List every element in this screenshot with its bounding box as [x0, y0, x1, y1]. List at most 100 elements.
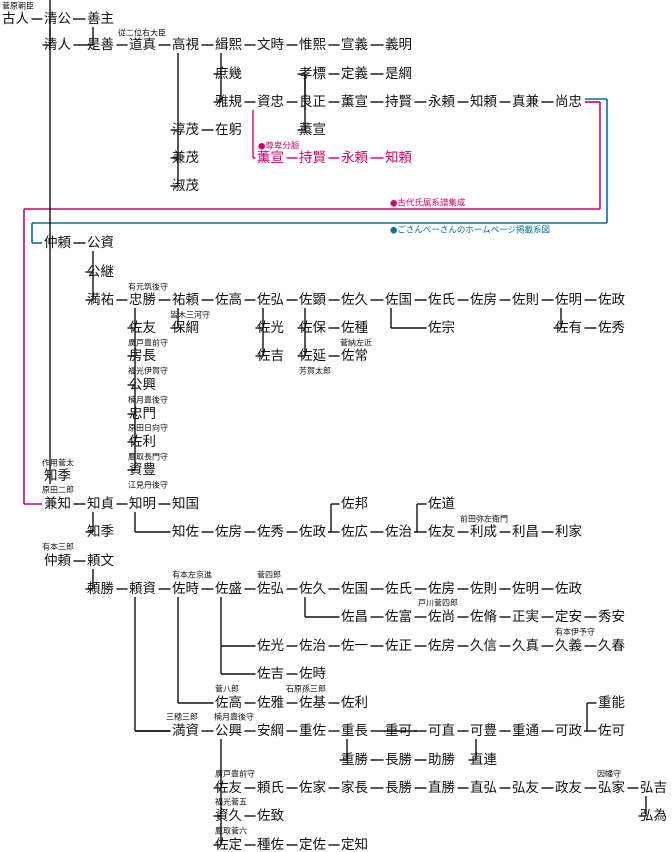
legend-sonpi: ●尊卑分脈 [258, 141, 300, 152]
person-takashiba: 孝標 [299, 66, 326, 82]
person-koreyoshi: 是善 [87, 37, 114, 53]
person-sukemasa2: 佐政 [299, 524, 326, 540]
person-ienaga: 家長 [341, 779, 368, 796]
person-yoshimasa: 良正 [299, 94, 326, 110]
annotation-n24: 楠月豊後守 [214, 712, 254, 722]
person-sukehide1: 佐秀 [598, 320, 625, 336]
person-sukeyoshi3: 佐可 [598, 723, 625, 739]
person-sukekazu: 佐一 [341, 638, 368, 654]
annotation-n19: 戸川菅四郎 [418, 598, 458, 608]
person-hirotomo: 弘友 [512, 780, 539, 796]
annotation-n06: 福光伊賀守 [128, 366, 168, 376]
person-tomosue2: 知季 [87, 523, 114, 540]
person-sukefusa4: 佐房 [428, 638, 455, 654]
person-hisaharu: 久春 [598, 638, 626, 654]
person-shigemichi: 重通 [512, 723, 540, 739]
annotation-n10: 江見丹後守 [128, 480, 168, 490]
person-suketoki2: 佐時 [299, 666, 326, 682]
annotation-n02: 従二位右大臣 [118, 28, 166, 38]
person-shigenobu2: 薫宣 [299, 122, 326, 138]
person-masazane: 正実 [512, 609, 539, 625]
person-sukeyoshi1: 佐吉 [257, 348, 284, 364]
person-sukehisa2: 佐久 [299, 581, 326, 597]
person-suketoshi2: 佐脩 [470, 609, 497, 625]
person-sukeie: 佐家 [299, 779, 326, 796]
person-kaneshige: 兼茂 [172, 149, 199, 166]
person-sanekane: 真兼 [512, 94, 540, 110]
person-yasutsuna2: 安綱 [257, 723, 284, 739]
person-nagakatsu: 長勝 [385, 752, 412, 768]
person-hideyasu: 秀安 [598, 609, 625, 625]
person-suketoki1: 佐時 [172, 581, 199, 597]
person-hiroie: 弘家 [598, 779, 626, 796]
person-p_shigenobu: 薫宣 [257, 150, 284, 166]
person-hisayoshi: 久義 [555, 637, 582, 654]
person-shigenaga: 重長 [341, 723, 368, 739]
person-sukemune: 佐宗 [428, 320, 455, 336]
person-mochikata: 持賢 [385, 94, 412, 110]
person-sukemasa: 佐政 [598, 292, 626, 308]
person-nakayori1: 仲頼 [44, 235, 71, 251]
annotation-n04: 皆木三河守 [170, 310, 210, 320]
person-tadakatsu: 忠勝 [129, 292, 156, 308]
annotation-n18: 菅四郎 [257, 570, 281, 580]
person-atsushige: 淳茂 [172, 121, 199, 138]
person-fumitoki: 文時 [257, 37, 284, 53]
person-michizane: 道真 [129, 37, 156, 53]
annotation-n03: 有元筑後守 [128, 282, 168, 292]
person-shigeyoshi2: 重能 [598, 695, 625, 711]
person-tomosada: 知貞 [87, 495, 114, 512]
person-sukeaki2: 佐明 [512, 581, 539, 597]
person-sukeharu2: 佐治 [299, 638, 326, 654]
annotation-n23: 三穂三郎 [166, 712, 198, 722]
person-yoriuji: 頼氏 [257, 780, 284, 796]
person-sukefusa1: 佐房 [470, 292, 497, 308]
annotation-n14: 原田二郎 [42, 485, 74, 495]
person-suketomo3: 佐友 [215, 780, 242, 796]
person-sukehisa1: 佐久 [341, 292, 368, 308]
person-yoshinushi: 善主 [87, 11, 114, 27]
person-sukeyutaka: 資豊 [129, 462, 156, 478]
person-sukenori2: 佐則 [470, 581, 497, 597]
person-suketane: 佐種 [341, 320, 368, 336]
person-sukemitsu2: 佐光 [257, 638, 284, 654]
person-sukemune2: 佐致 [257, 808, 284, 824]
person-kimioki2: 公興 [215, 723, 242, 739]
legend-gosan: ●ごさんぺーさんのホームページ掲載系図 [390, 225, 550, 236]
person-mitsusuke: 満祐 [87, 292, 114, 308]
annotation-n22: 石原孫三郎 [286, 684, 326, 694]
person-tanesuke: 種佐 [257, 837, 284, 852]
person-toshimasa: 利昌 [512, 524, 539, 540]
person-hisanobu: 久信 [470, 638, 497, 654]
person-sukemasa4: 佐正 [385, 638, 412, 654]
person-p_tomoyori: 知頼 [385, 149, 412, 166]
person-masanori: 雅規 [215, 94, 242, 110]
person-hisasane: 久真 [512, 638, 539, 654]
person-kimitsugu: 公継 [87, 264, 114, 280]
person-sukeaki1: 佐明 [555, 292, 582, 308]
person-sadatomo: 定知 [341, 836, 368, 852]
person-sukeyasu: 佐保 [299, 320, 326, 336]
person-suketoshi3: 佐利 [341, 695, 368, 711]
person-p_nagayori: 永頼 [341, 150, 368, 166]
person-suketomi: 佐富 [385, 608, 412, 625]
person-naohiro: 直弘 [470, 780, 497, 796]
annotation-n09: 鷹取長門守 [128, 452, 168, 462]
person-kiyokimi: 清公 [44, 11, 71, 27]
person-shigeyoshi: 重可 [385, 723, 412, 739]
annotation-n21: 菅八郎 [215, 684, 239, 694]
person-sukehiro1: 佐弘 [257, 292, 284, 308]
annotation-n15: 前田弥左衛門 [460, 514, 508, 524]
annotation-n07: 楠月豊後守 [128, 395, 168, 405]
annotation-n08: 原田日向守 [128, 423, 168, 433]
annotations: 菅原朝臣従二位右大臣有元筑後守皆木三河守廣戸豊前守福光伊賀守楠月豊後守原田日向守… [2, 1, 621, 836]
person-sukeari: 佐有 [555, 320, 582, 336]
person-hirotame: 弘為 [640, 808, 667, 824]
person-sukehisa3: 資久 [215, 808, 242, 824]
person-sukemasa3: 佐政 [555, 581, 583, 597]
person-suketada: 資忠 [257, 94, 284, 110]
annotation-n26: 福光菅五 [215, 797, 247, 807]
person-yorisuke: 頼資 [129, 581, 156, 597]
person-sukehide2: 佐秀 [257, 524, 284, 540]
person-nagayori: 永頼 [428, 94, 455, 110]
